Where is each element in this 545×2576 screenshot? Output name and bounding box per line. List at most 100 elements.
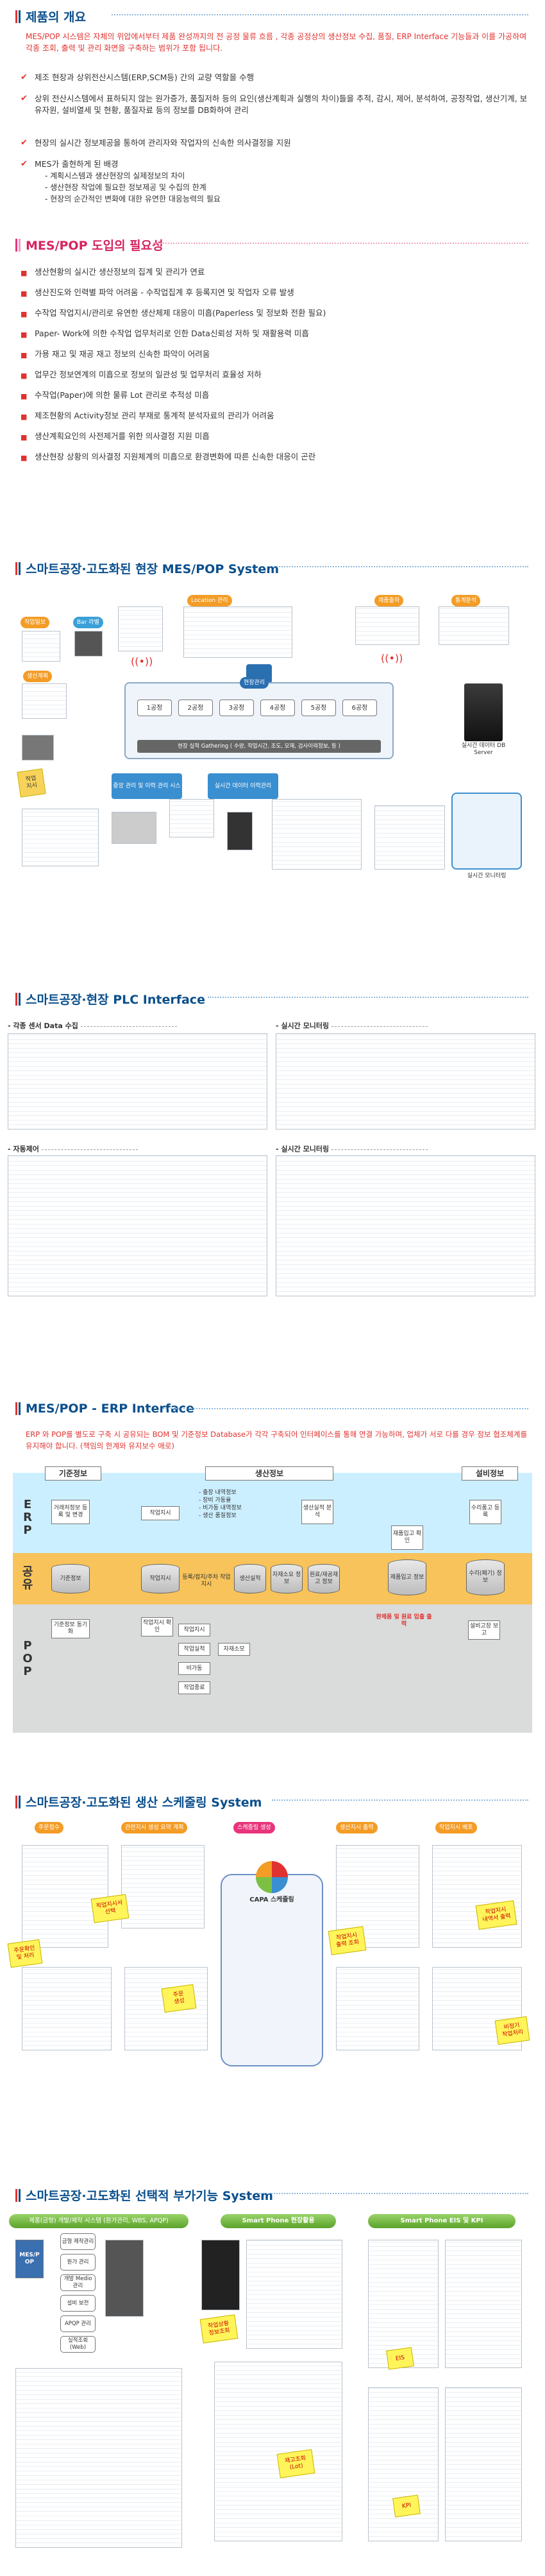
section-marker-icon xyxy=(15,238,21,252)
process-box: 2공정 xyxy=(178,700,213,716)
square-bullet-icon: ■ xyxy=(21,433,28,442)
db-cylinder: 수리(폐기) 정보 xyxy=(466,1559,505,1595)
section-title: 제품의 개요 xyxy=(26,10,87,24)
section-marker-icon xyxy=(15,1402,21,1415)
square-bullet-icon: ■ xyxy=(21,454,28,462)
dotted-divider xyxy=(259,2193,528,2194)
row-label: 공 유 xyxy=(22,1565,33,1592)
node-box: 실적조회 (Web) xyxy=(60,2336,96,2353)
section-title: MES/POP - ERP Interface xyxy=(26,1402,194,1416)
screen-thumbnail xyxy=(445,2387,522,2541)
yellow-note: KPI xyxy=(392,2494,421,2518)
section-header-plc: 스마트공장·현장 PLC Interface xyxy=(15,990,528,1008)
pop-cell: 작업실적 xyxy=(178,1643,210,1656)
yellow-note: EIS xyxy=(386,2347,414,2370)
db-cylinder: 작업지시 xyxy=(141,1564,180,1593)
section-marker-icon xyxy=(15,10,21,23)
square-bullet-icon: ■ xyxy=(21,269,28,277)
section-header-smart-mes: 스마트공장·고도화된 현장 MES/POP System xyxy=(15,560,528,577)
db-server-label: 실시간 데이터 DB Server xyxy=(461,743,506,756)
node-box: 설비 보전 xyxy=(60,2295,96,2312)
db-cylinder: 자재소요 정보 xyxy=(271,1564,303,1593)
db-cylinder: 기준정보 xyxy=(51,1564,90,1593)
screen-thumbnail xyxy=(368,2387,439,2541)
db-cylinder: 원료/재공재고 정보 xyxy=(308,1564,340,1593)
check-icon: ✔ xyxy=(21,73,28,82)
addon-header: 제품(금형) 개발/제작 시스템 (원가관리, WBS, APQP) xyxy=(9,2214,189,2228)
node-box: 금형 제작관리 xyxy=(60,2233,96,2250)
location-screen xyxy=(183,606,292,658)
overview-bullet: ✔제조 현장과 상위전산시스템(ERP,SCM등) 간의 교량 역할을 수행 xyxy=(21,73,255,82)
monitoring-diagram xyxy=(276,1155,535,1296)
row-label: P O P xyxy=(22,1639,33,1678)
screen-thumbnail xyxy=(15,2368,182,2548)
check-icon: ✔ xyxy=(21,94,28,103)
square-bullet-icon: ■ xyxy=(21,372,28,380)
mes-system-diagram: 작업일보 Bar 라벨 Location 관리 제품출하 통계분석 생산계획 (… xyxy=(15,587,528,953)
label-location: Location 관리 xyxy=(187,595,232,606)
row-label: E R P xyxy=(23,1498,32,1537)
sensor-data-panel xyxy=(8,1033,267,1129)
process-box: 3공정 xyxy=(219,700,254,716)
section-title: 스마트공장·현장 PLC Interface xyxy=(26,993,205,1007)
dotted-divider xyxy=(272,1799,528,1801)
pop-cell: 자재소모 xyxy=(218,1643,250,1656)
pop-cell: 설비고장 보고 xyxy=(468,1620,500,1640)
label-statistics: 통계분석 xyxy=(451,595,481,606)
screen-thumbnail xyxy=(246,2240,342,2349)
panel-title: - 자동제어 xyxy=(8,1144,138,1154)
square-bullet-icon: ■ xyxy=(21,310,28,318)
db-cylinder: 생산실적 xyxy=(234,1564,266,1593)
chart-screen xyxy=(374,805,445,870)
column-header: 기준정보 xyxy=(45,1466,101,1481)
node-box: 개발 Medio 관리 xyxy=(60,2274,96,2291)
erp-cell: 작업지시 xyxy=(141,1506,180,1520)
pop-cell: 작업지시 확인 xyxy=(141,1617,173,1636)
pda-image xyxy=(227,812,253,850)
square-bullet-icon: ■ xyxy=(21,289,28,298)
screen-thumbnail xyxy=(368,2240,439,2368)
section-title: 스마트공장·고도화된 생산 스케줄링 System xyxy=(26,1796,262,1810)
necessity-item: ■생산진도와 인력별 파악 어려움 - 수작업집계 후 등록지연 및 작업자 오… xyxy=(21,287,528,298)
dotted-divider xyxy=(112,14,528,15)
screen-thumbnail xyxy=(22,1967,112,2050)
square-bullet-icon: ■ xyxy=(21,413,28,421)
erp-list: - 출장 내역정보- 장비 가동율- 비가동 내역정보- 생산 품질정보 xyxy=(199,1490,242,1519)
monitoring-diagram xyxy=(276,1033,535,1129)
yellow-note: 재고조회(Lot) xyxy=(276,2449,315,2478)
central-management-box: 중앙 관리 및 이력 관리 시스템 xyxy=(112,773,182,815)
necessity-item: ■수작업 작업지시/관리로 유연한 생산체제 대응이 미흡(Paperless … xyxy=(21,307,528,319)
check-icon: ✔ xyxy=(21,138,28,148)
overview-bullet: ✔현장의 실시간 정보제공을 통하여 관리자와 작업자의 신속한 의사결정을 지… xyxy=(21,138,291,148)
section-header-erp: MES/POP - ERP Interface xyxy=(15,1402,528,1416)
monitoring-panel xyxy=(451,793,522,870)
scanner-image xyxy=(112,812,156,844)
necessity-item: ■생산계획요인의 사전제거를 위한 의사결정 지원 미흡 xyxy=(21,431,528,442)
pop-cell: 작업종료 xyxy=(178,1681,210,1694)
step-label: 관련지시 생성 요약 계획 xyxy=(121,1822,188,1833)
step-label: 생산지시 출력 xyxy=(336,1822,378,1833)
section-title: 스마트공장·고도화된 현장 MES/POP System xyxy=(26,562,279,576)
step-label: 작업지시 배포 xyxy=(435,1822,477,1833)
monitoring-label: 실시간 모니터링 xyxy=(467,873,507,879)
section-title: MES/POP 도입의 필요성 xyxy=(26,239,164,253)
erp-cell: 생산실적 분석 xyxy=(301,1500,333,1524)
addon-header: Smart Phone EIS 및 KPI xyxy=(368,2214,516,2228)
section-title: 스마트공장·고도화된 선택적 부가기능 System xyxy=(26,2189,273,2203)
label-production-plan: 생산계획 xyxy=(23,671,53,682)
section-header-addon: 스마트공장·고도화된 선택적 부가기능 System xyxy=(15,2186,528,2204)
pop-cell: 기준정보 동기화 xyxy=(51,1619,90,1638)
share-text: 등록/접지/주차 작업지시 xyxy=(182,1574,231,1588)
process-box: 4공정 xyxy=(260,700,295,716)
overview-sub-bullet: - 계획시스템과 생산현장의 실제정보의 차이 xyxy=(45,171,185,180)
product-image xyxy=(105,2240,144,2317)
node-box: 원가 관리 xyxy=(60,2254,96,2271)
section-marker-icon xyxy=(15,992,21,1006)
erp-band xyxy=(13,1473,532,1553)
panel-title: - 실시간 모니터링 xyxy=(276,1020,428,1031)
wifi-icon: ((•)) xyxy=(131,655,153,667)
